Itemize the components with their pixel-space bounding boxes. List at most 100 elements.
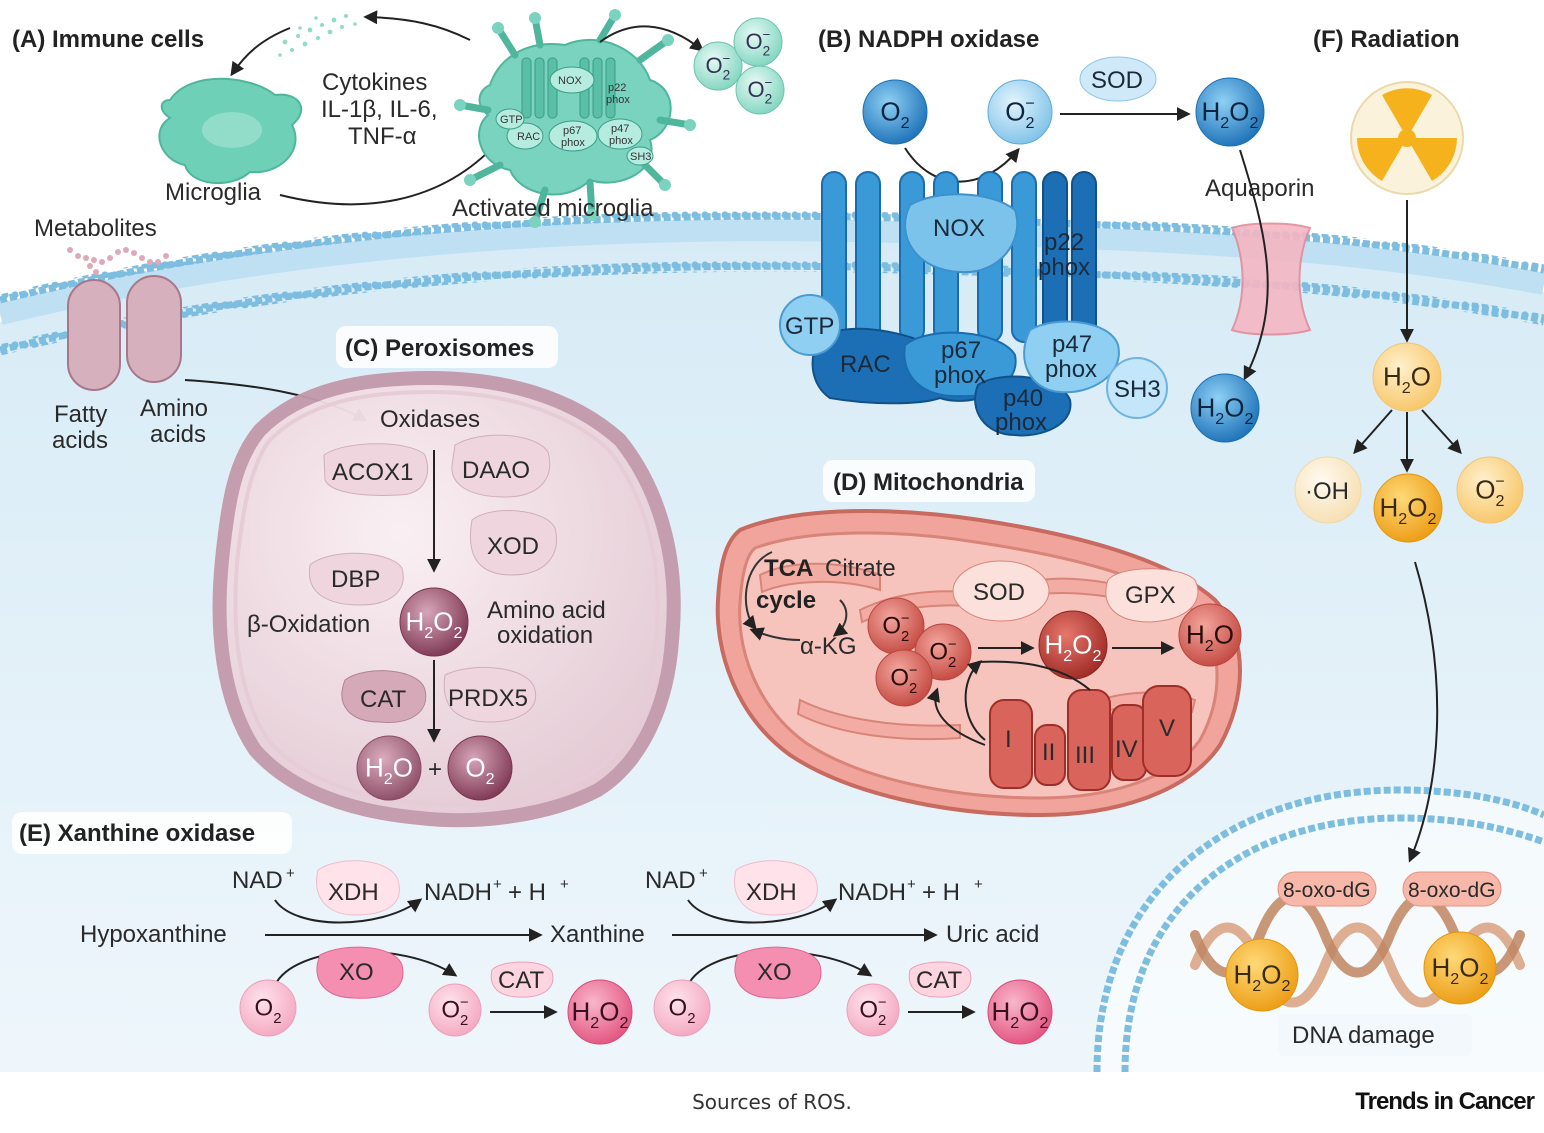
title-mitochondria: (D) Mitochondria xyxy=(833,469,1024,496)
p67-label: p67 xyxy=(941,337,981,364)
tca-cycle-line-1: TCA xyxy=(764,555,813,582)
hydrogen-peroxide-molecule-label: H2O2 xyxy=(1202,96,1259,132)
gtp-label: GTP xyxy=(785,313,834,340)
hydrogen-peroxide-molecule: H2O2 xyxy=(1202,96,1259,132)
title-peroxisomes: (C) Peroxisomes xyxy=(345,335,534,362)
nox-label: NOX xyxy=(933,215,985,242)
xo-label-2: XO xyxy=(757,959,792,986)
nadh-label-2: NADH xyxy=(838,879,906,906)
akg-label: α-KG xyxy=(800,633,857,660)
oxygen-molecule-label: O2 xyxy=(465,752,494,788)
superoxide-molecule: O2− xyxy=(441,995,468,1029)
superoxide-molecule-label: O2− xyxy=(859,995,886,1029)
amino-acids-line-1: Amino xyxy=(140,395,208,422)
figure-caption: Sources of ROS. xyxy=(692,1090,852,1114)
hydrogen-peroxide-molecule-label: H2O2 xyxy=(1432,952,1489,988)
hydrogen-peroxide-molecule-label: H2O2 xyxy=(406,606,463,642)
small-phox-label-1: phox xyxy=(606,94,630,106)
superoxide-molecule-label: O2− xyxy=(746,27,771,59)
hydroxyl-radical-label: ·OH xyxy=(1305,478,1349,505)
nadh-label-1: NADH xyxy=(424,879,492,906)
title-immune-cells: (A) Immune cells xyxy=(12,26,204,53)
plus-h-2: + H xyxy=(922,879,960,906)
arrow-activated-to-cytokines xyxy=(363,10,471,41)
hypoxanthine-label: Hypoxanthine xyxy=(80,921,227,948)
superoxide-molecule-label: O2− xyxy=(882,611,909,645)
hydrogen-peroxide-molecule-label: H2O2 xyxy=(992,996,1049,1032)
plus-h-1: + H xyxy=(508,879,546,906)
complex-i-label: I xyxy=(1005,726,1012,753)
superoxide-molecule: O2− xyxy=(882,611,909,645)
activated-microglia-label: Activated microglia xyxy=(452,195,654,222)
uric-acid-label: Uric acid xyxy=(946,921,1039,948)
daao-label: DAAO xyxy=(462,457,530,484)
water-molecule-label: H2O xyxy=(365,752,413,788)
panel-xanthine-oxidase: Hypoxanthine Xanthine Uric acid NAD + XD… xyxy=(80,860,1053,1045)
hydrogen-peroxide-molecule: H2O2 xyxy=(1197,392,1254,428)
p22-phox-label: phox xyxy=(1038,254,1090,281)
oxygen-molecule-label: O2 xyxy=(255,995,282,1027)
p67-phox-label: phox xyxy=(934,362,986,389)
small-nox-label: NOX xyxy=(558,75,583,87)
nadh-charge-1: + xyxy=(493,876,502,893)
panel-titles: (A) Immune cells (B) NADPH oxidase (F) R… xyxy=(6,18,1493,854)
hydrogen-peroxide-molecule: H2O2 xyxy=(1380,492,1437,528)
oxygen-molecule: O2 xyxy=(880,96,909,132)
oxo-dg-label-2: 8-oxo-dG xyxy=(1408,879,1496,902)
panel-immune-cells: Microglia Cytokines IL-1β, IL-6, TNF-α xyxy=(158,9,785,228)
small-sh3-label: SH3 xyxy=(630,151,651,163)
hydrogen-peroxide-molecule: H2O2 xyxy=(1432,952,1489,988)
superoxide-molecule: O2− xyxy=(1475,473,1505,511)
superoxide-molecule-label: O2− xyxy=(706,51,731,83)
oxygen-molecule-label: O2 xyxy=(880,96,909,132)
dna-damage-label: DNA damage xyxy=(1292,1022,1435,1049)
superoxide-molecule: O2− xyxy=(706,51,731,83)
hydrogen-peroxide-molecule: H2O2 xyxy=(992,996,1049,1032)
electron-transport-complexes xyxy=(989,685,1192,791)
superoxide-molecule-label: O2− xyxy=(1475,473,1505,511)
gpx-label: GPX xyxy=(1125,582,1176,609)
sh3-label: SH3 xyxy=(1114,376,1161,403)
p40-phox-label: phox xyxy=(995,409,1047,436)
small-p22-label: p22 xyxy=(608,82,626,94)
superoxide-molecule-label: O2− xyxy=(1005,95,1035,132)
arrow-o2-to-superoxide xyxy=(904,147,1020,183)
superoxide-molecule: O2− xyxy=(890,663,917,697)
cat-label-xo-2: CAT xyxy=(916,967,963,994)
superoxide-molecule-label: O2− xyxy=(890,663,917,697)
oxygen-molecule: O2 xyxy=(465,752,494,788)
hydrogen-peroxide-molecule-label: H2O2 xyxy=(1380,492,1437,528)
cytokines-line-1: Cytokines xyxy=(322,69,427,96)
small-rac-label: RAC xyxy=(517,131,540,143)
activated-microglia-cell: NOX p22 phox RAC GTP p67 phox p47 phox S… xyxy=(454,9,696,228)
xod-label: XOD xyxy=(487,533,539,560)
amino-acid-transporter xyxy=(126,275,182,383)
xo-label-1: XO xyxy=(339,959,374,986)
hydrogen-peroxide-molecule-label: H2O2 xyxy=(1197,392,1254,428)
superoxide-molecule: O2− xyxy=(748,75,773,107)
hydrogen-peroxide-molecule-label: H2O2 xyxy=(1045,629,1102,665)
cat-label-xo-1: CAT xyxy=(498,967,545,994)
water-molecule: H2O xyxy=(1186,619,1234,655)
dbp-label: DBP xyxy=(331,566,380,593)
panel-mitochondria: TCA cycle Citrate α-KG SOD GPX O2− O2− O… xyxy=(715,509,1242,818)
small-phox-label-3: phox xyxy=(609,135,633,147)
aquaporin-channel xyxy=(1230,222,1312,336)
cytokines-line-2: IL-1β, IL-6, xyxy=(321,96,438,123)
nox-complex: NOX p22 phox GTP RAC p67 phox p47 phox p… xyxy=(779,171,1168,437)
superoxide-molecule: O2− xyxy=(929,637,956,671)
oxygen-molecule: O2 xyxy=(255,995,282,1027)
cytokine-particles xyxy=(278,14,357,57)
superoxide-molecule-label: O2− xyxy=(748,75,773,107)
superoxide-molecule: O2− xyxy=(859,995,886,1029)
p22-label: p22 xyxy=(1044,229,1084,256)
h-charge-2: + xyxy=(974,876,983,893)
superoxide-molecule-label: O2− xyxy=(929,637,956,671)
oxygen-molecule: O2 xyxy=(669,995,696,1027)
arrow-activated-to-superoxide xyxy=(599,25,705,52)
xdh-label-2: XDH xyxy=(746,879,797,906)
water-molecule: H2O xyxy=(1383,361,1431,397)
title-nadph-oxidase: (B) NADPH oxidase xyxy=(818,26,1039,53)
journal-brand: Trends in Cancer xyxy=(1355,1088,1535,1115)
xdh-label-1: XDH xyxy=(328,879,379,906)
